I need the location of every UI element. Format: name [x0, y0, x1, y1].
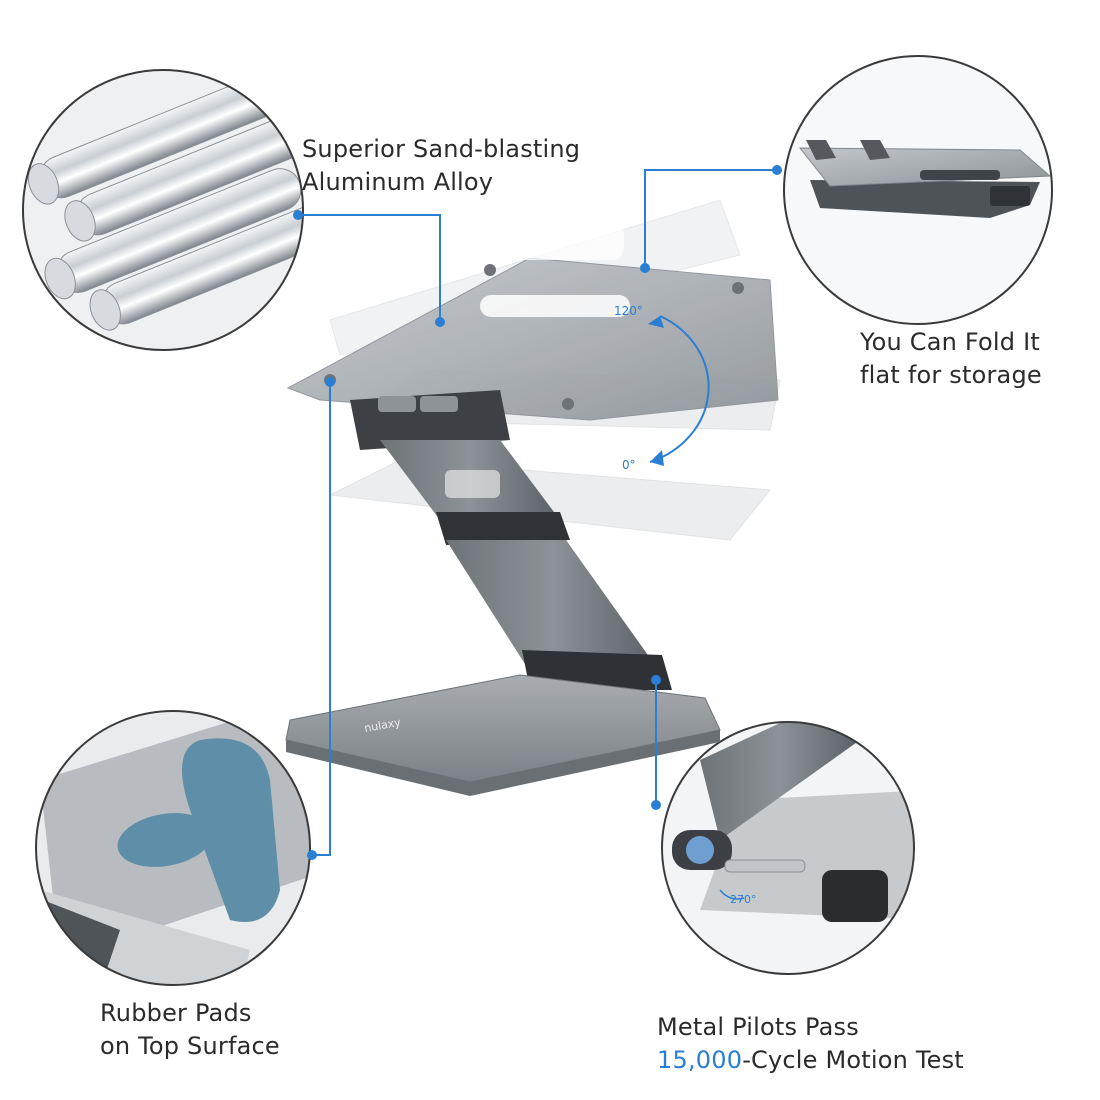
caption-rubber-line1: Rubber Pads	[100, 999, 252, 1027]
rubber-pads-detail	[35, 710, 311, 986]
base-logo: nulaxy	[363, 716, 402, 735]
callout-dots	[293, 165, 782, 860]
caption-fold: You Can Fold It flat for storage	[860, 326, 1042, 392]
caption-rubber-line2: on Top Surface	[100, 1032, 280, 1060]
caption-aluminum-line1: Superior Sand-blasting	[302, 135, 581, 163]
folded-stand-detail	[783, 55, 1053, 325]
angle-min-label: 0°	[622, 458, 636, 472]
angle-max-label: 120°	[614, 304, 643, 318]
caption-pilots-line2-rest: -Cycle Motion Test	[742, 1046, 964, 1074]
caption-pilots-line1: Metal Pilots Pass	[657, 1013, 859, 1041]
caption-fold-line2: flat for storage	[860, 361, 1042, 389]
caption-pilots: Metal Pilots Pass 15,000-Cycle Motion Te…	[657, 1011, 964, 1077]
hinge-detail	[661, 721, 915, 975]
laptop-stand: nulaxy	[285, 199, 781, 796]
rotation-arc	[648, 315, 710, 466]
angle-hinge-label: 270°	[730, 893, 757, 906]
caption-rubber: Rubber Pads on Top Surface	[100, 997, 280, 1063]
caption-pilots-line2: 15,000-Cycle Motion Test	[657, 1044, 964, 1077]
caption-aluminum: Superior Sand-blasting Aluminum Alloy	[302, 133, 580, 199]
caption-aluminum-line2: Aluminum Alloy	[302, 168, 494, 196]
callout-leaders	[298, 169, 777, 856]
caption-pilots-highlight: 15,000	[657, 1046, 743, 1074]
aluminum-rods-detail	[22, 69, 304, 351]
caption-fold-line1: You Can Fold It	[860, 328, 1040, 356]
